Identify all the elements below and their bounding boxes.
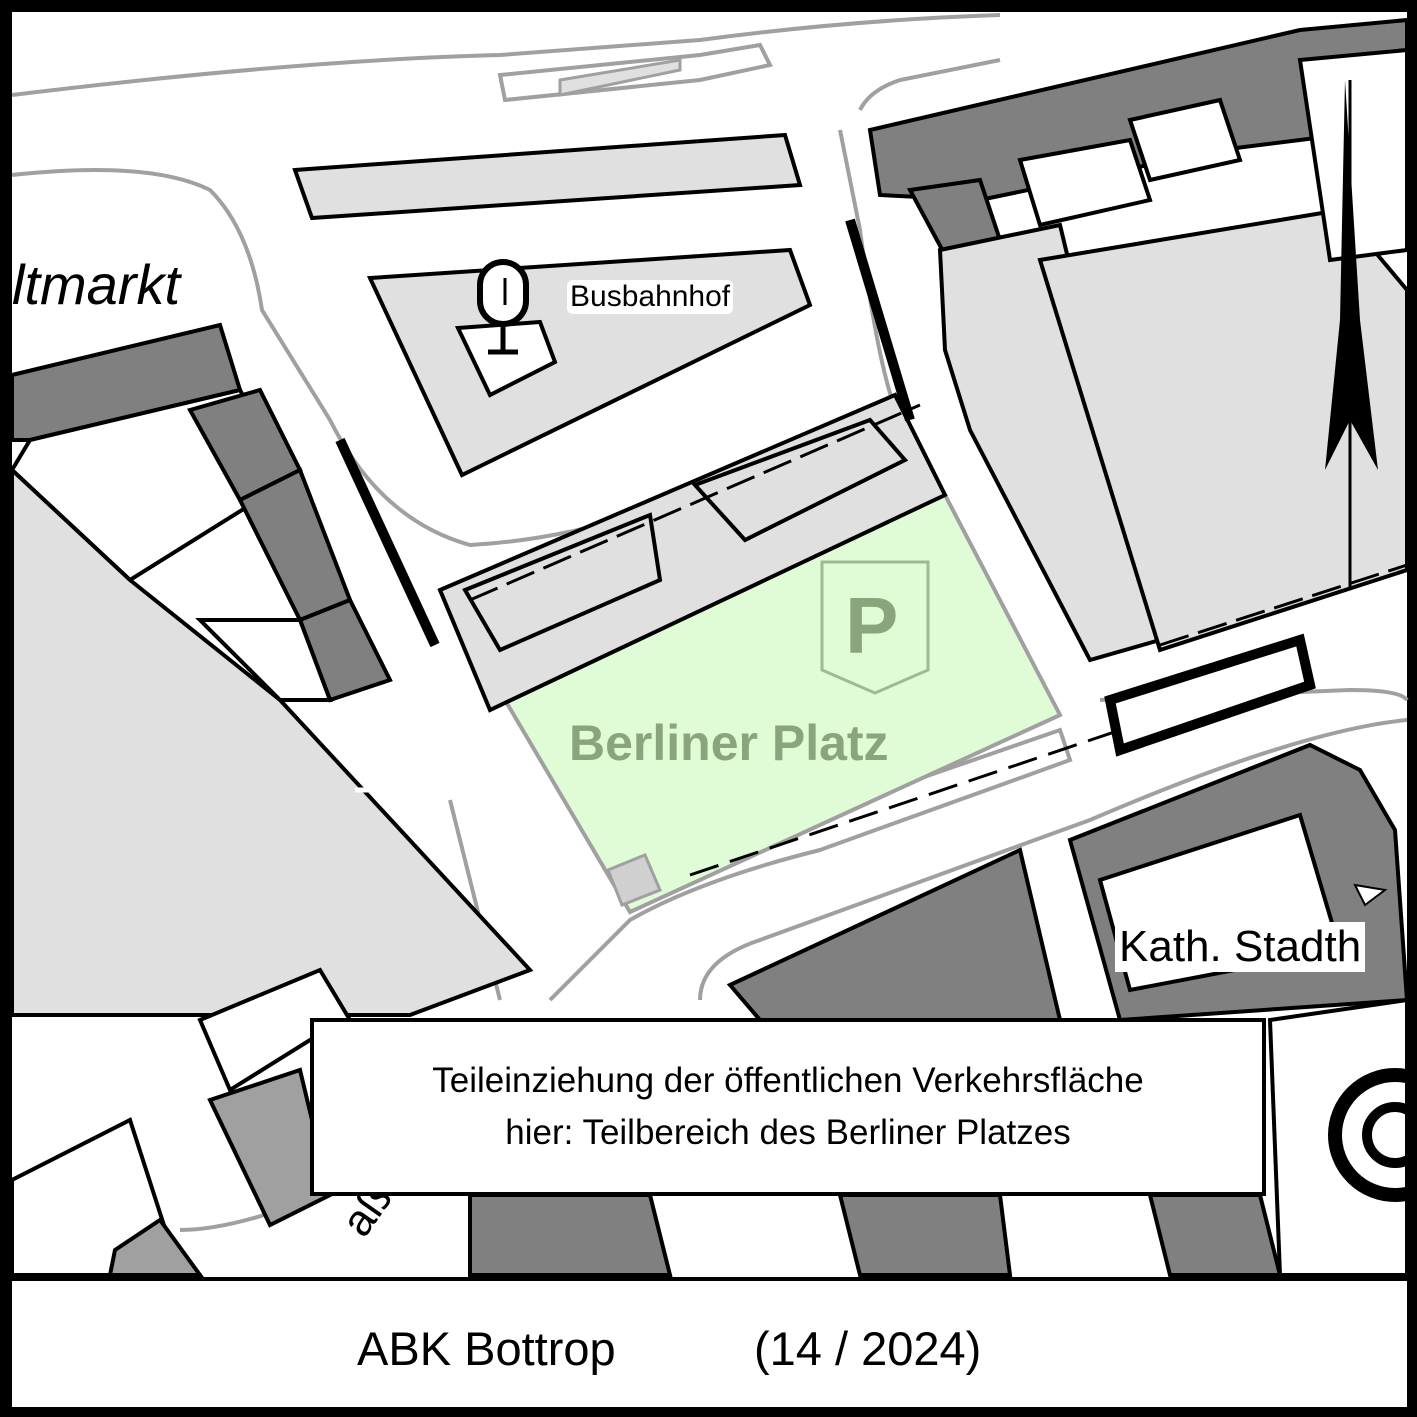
triangle-marker-icon [1353,883,1388,907]
left-buildings [9,322,534,1017]
roundabout-icon [1328,1068,1417,1202]
notice-line-1: Teileinziehung der öffentlichen Verkehrs… [432,1061,1144,1100]
boundary-dashed-south [689,718,1151,877]
boundary-dashed-east [1159,563,1408,647]
island-small [558,58,682,97]
boundary-dashed [469,403,921,602]
bus-stop-icon [477,259,529,355]
notice-box: Teileinziehung der öffentlichen Verkehrs… [310,1018,1266,1196]
label-altmarkt: ltmarkt [12,253,180,316]
building-outline-thick [1104,633,1316,757]
footer-source: ABK Bottrop [357,1322,616,1375]
right-buildings [867,17,1409,663]
wall-line-2 [845,218,915,422]
bus-platform-1[interactable] [292,132,803,221]
road-outlines [11,13,1409,1232]
platz-north-buildings [437,392,948,713]
parking-label: P [845,581,899,670]
footer: ABK Bottrop (14 / 2024) [12,1277,1407,1407]
roundabout-inner-icon [1362,1102,1417,1168]
parking-shield-icon [820,560,930,695]
notice-line-2: hier: Teilbereich des Berliner Platzes [505,1113,1071,1152]
small-structure [606,853,662,907]
footer-number: (14 / 2024) [754,1322,982,1375]
map-frame: ltmarkt Busbahnhof P Berliner Platz Kath… [9,12,1417,1407]
label-kath-stadt: Kath. Stadth [1115,922,1366,972]
wall-line [335,437,440,648]
label-busbahnhof: Busbahnhof [567,280,734,314]
label-berliner-platz: Berliner Platz [569,715,889,771]
